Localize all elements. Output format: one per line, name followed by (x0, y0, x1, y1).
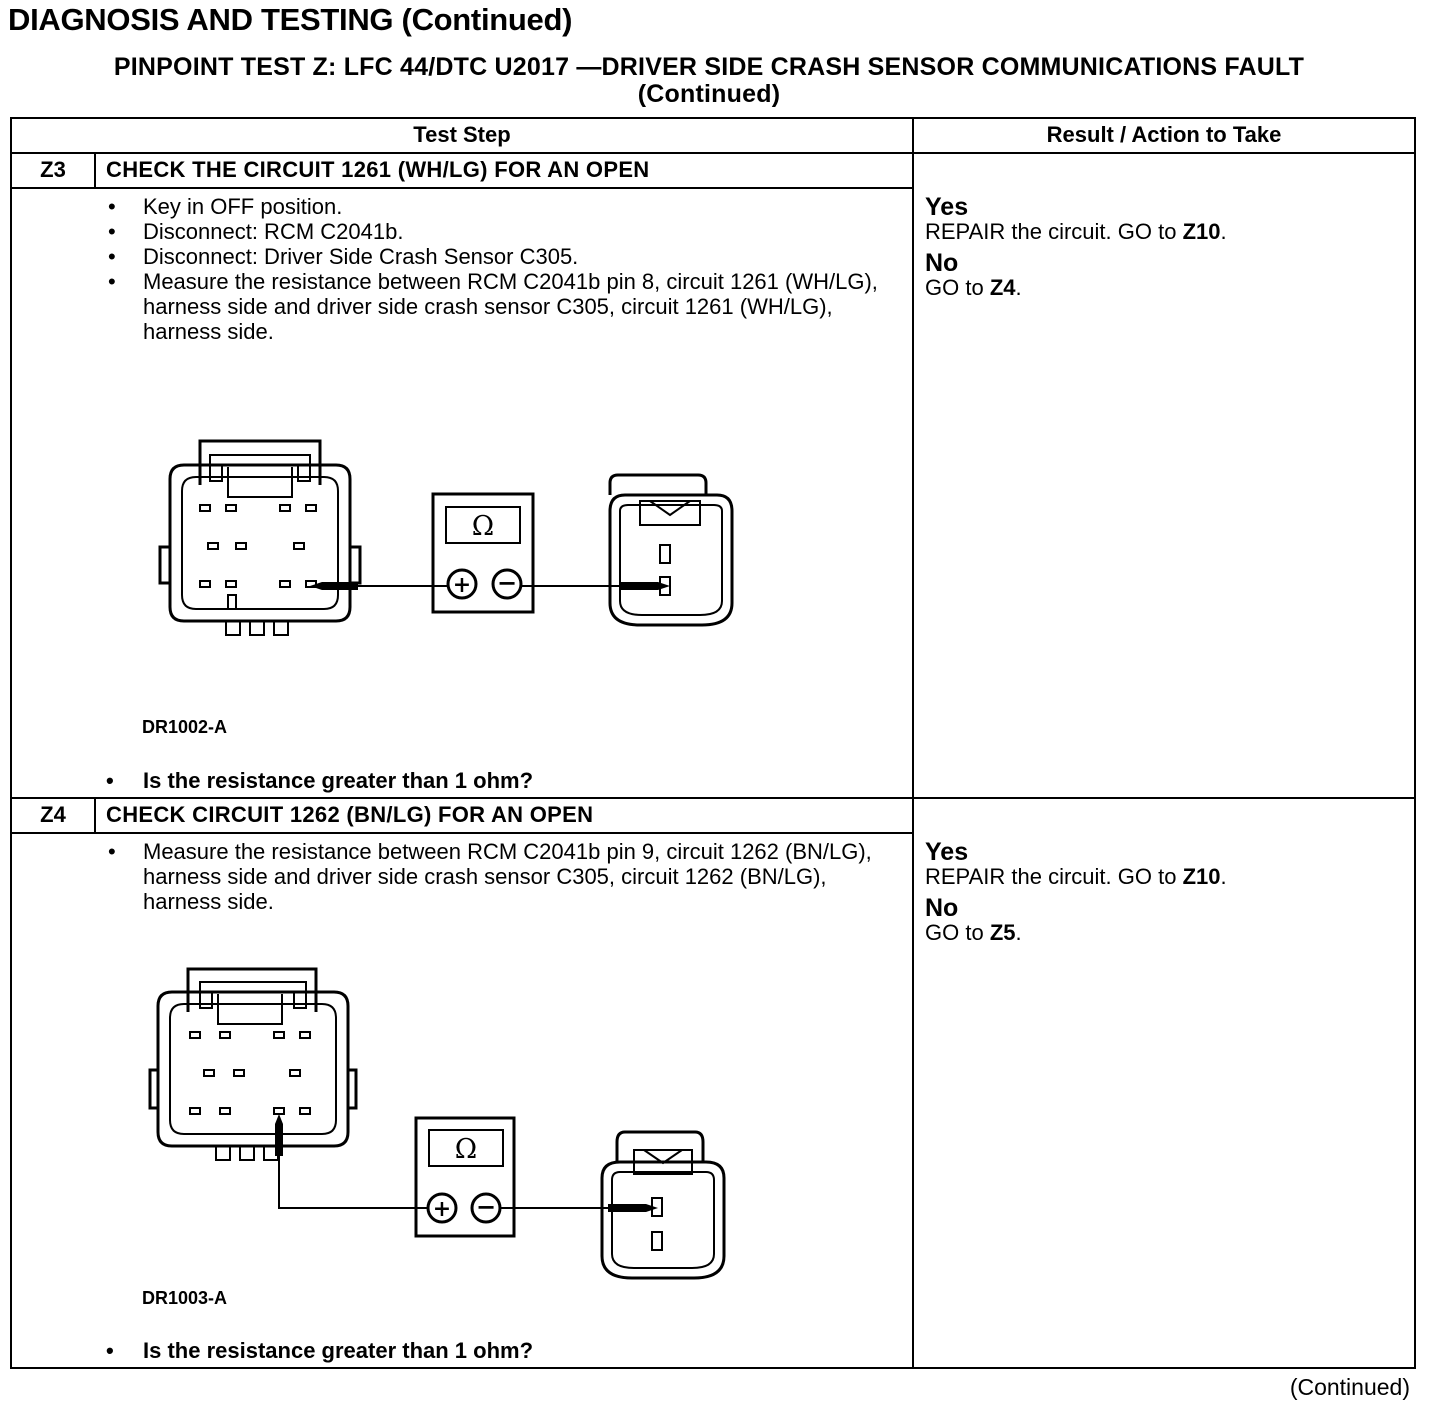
instruction-item: Disconnect: Driver Side Crash Sensor C30… (106, 244, 886, 269)
probe-tip-icon (608, 1204, 658, 1212)
probe-wires (278, 1152, 614, 1209)
pinpoint-test-title-line2: (Continued) (637, 80, 781, 108)
minus-terminal-icon: − (497, 568, 517, 597)
result-yes-action: REPAIR the circuit. GO to Z10. (925, 219, 1227, 244)
ohmmeter-icon (431, 492, 535, 614)
figure-id: DR1002-A (142, 717, 228, 737)
instruction-item: Measure the resistance between RCM C2041… (106, 269, 886, 344)
instruction-item: Measure the resistance between RCM C2041… (106, 839, 886, 914)
plus-terminal-icon: + (453, 572, 471, 598)
instruction-item: Disconnect: RCM C2041b. (106, 219, 886, 244)
ohmmeter-icon (414, 1116, 516, 1238)
step-instructions: Measure the resistance between RCM C2041… (106, 839, 886, 914)
minus-terminal-icon: − (476, 1192, 496, 1221)
column-header-result: Result / Action to Take (1046, 122, 1282, 147)
plus-terminal-icon: + (433, 1196, 451, 1222)
result-yes-label: Yes (925, 193, 969, 221)
result-no-action: GO to Z5. (925, 920, 1022, 945)
result-no-label: No (925, 894, 959, 922)
step-question: Is the resistance greater than 1 ohm? (106, 1338, 533, 1364)
step-link[interactable]: Z10 (1182, 219, 1221, 244)
meter-symbol: Ω (472, 511, 494, 542)
step-title: CHECK THE CIRCUIT 1261 (WH/LG) FOR AN OP… (106, 157, 650, 182)
step-link[interactable]: Z10 (1182, 864, 1221, 889)
column-header-test-step: Test Step (413, 122, 511, 147)
result-block: Yes REPAIR the circuit. GO to Z10. No GO… (925, 839, 1405, 951)
result-block: Yes REPAIR the circuit. GO to Z10. No GO… (925, 194, 1405, 306)
step-id: Z4 (40, 802, 66, 827)
crash-sensor-connector-icon (608, 473, 734, 627)
meter-symbol: Ω (455, 1134, 477, 1165)
instruction-item: Key in OFF position. (106, 194, 886, 219)
rcm-connector-icon (158, 439, 362, 636)
wiring-diagram-z3: Ω + − (158, 439, 734, 636)
result-yes-label: Yes (925, 838, 969, 866)
pinpoint-test-title-line1: PINPOINT TEST Z: LFC 44/DTC U2017 —DRIVE… (113, 53, 1305, 81)
result-no-label: No (925, 249, 959, 277)
wiring-diagram-z4: Ω + − (148, 967, 726, 1280)
figure-id: DR1003-A (142, 1288, 228, 1308)
continued-footer: (Continued) (1289, 1374, 1410, 1400)
crash-sensor-connector-icon (600, 1130, 726, 1280)
page-title: DIAGNOSIS AND TESTING (Continued) (8, 2, 573, 37)
probe-tip-icon (275, 1114, 283, 1156)
step-question: Is the resistance greater than 1 ohm? (106, 768, 533, 794)
connector-pins (189, 1031, 311, 1115)
step-id: Z3 (40, 157, 66, 182)
probe-tip-icon (620, 582, 670, 590)
step-link[interactable]: Z5 (989, 920, 1016, 945)
step-title: CHECK CIRCUIT 1262 (BN/LG) FOR AN OPEN (106, 802, 594, 827)
rcm-connector-icon (148, 967, 358, 1161)
result-no-action: GO to Z4. (925, 275, 1022, 300)
result-yes-action: REPAIR the circuit. GO to Z10. (925, 864, 1227, 889)
pinpoint-test-title: PINPOINT TEST Z: LFC 44/DTC U2017 —DRIVE… (0, 54, 1418, 108)
step-link[interactable]: Z4 (989, 275, 1016, 300)
probe-tip-icon (310, 582, 358, 590)
step-instructions: Key in OFF position. Disconnect: RCM C20… (106, 194, 886, 344)
connector-pins (199, 504, 317, 588)
